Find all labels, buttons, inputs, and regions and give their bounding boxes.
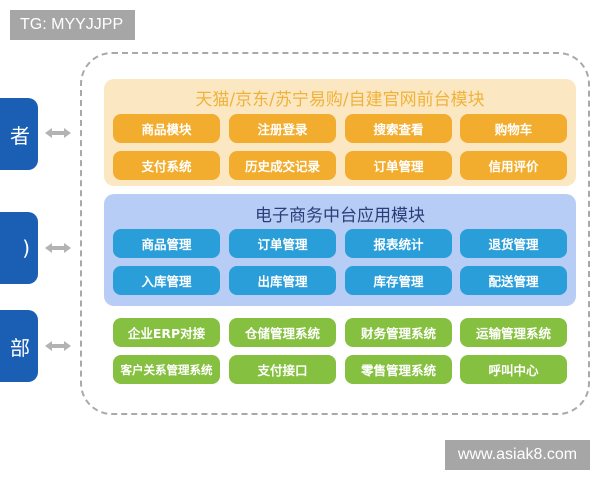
- frontend-module-button[interactable]: 信用评价: [460, 151, 567, 180]
- backend-system-button[interactable]: 仓储管理系统: [229, 318, 336, 347]
- backend-system-button[interactable]: 支付接口: [229, 355, 336, 384]
- double-arrow-icon: [45, 128, 71, 138]
- frontend-module-button[interactable]: 搜索查看: [345, 114, 452, 143]
- frontend-module-button[interactable]: 支付系统: [113, 151, 220, 180]
- double-arrow-icon: [45, 243, 71, 253]
- side-box-label: 者: [10, 123, 30, 148]
- side-box-3: 部: [0, 310, 38, 382]
- side-box-label: ): [22, 236, 30, 260]
- middle-module-button[interactable]: 报表统计: [345, 229, 452, 258]
- frontend-module-button[interactable]: 历史成交记录: [229, 151, 336, 180]
- backend-system-button[interactable]: 企业ERP对接: [113, 318, 220, 347]
- backend-system-button[interactable]: 呼叫中心: [460, 355, 567, 384]
- backend-system-button[interactable]: 运输管理系统: [460, 318, 567, 347]
- backend-system-button[interactable]: 零售管理系统: [345, 355, 452, 384]
- middle-module-button[interactable]: 退货管理: [460, 229, 567, 258]
- middle-module-button[interactable]: 出库管理: [229, 266, 336, 295]
- frontend-module-button[interactable]: 商品模块: [113, 114, 220, 143]
- side-box-2: ): [0, 212, 38, 284]
- watermark-top: TG: MYYJJPP: [10, 10, 135, 40]
- backend-system-button[interactable]: 客户关系管理系统: [113, 355, 220, 384]
- side-box-1: 者: [0, 98, 38, 170]
- watermark-bottom: www.asiak8.com: [445, 440, 590, 470]
- middle-module-button[interactable]: 订单管理: [229, 229, 336, 258]
- middle-panel-title: 电子商务中台应用模块: [255, 206, 425, 226]
- backend-system-button[interactable]: 财务管理系统: [345, 318, 452, 347]
- frontend-module-button[interactable]: 购物车: [460, 114, 567, 143]
- frontend-module-button[interactable]: 订单管理: [345, 151, 452, 180]
- middle-module-button[interactable]: 库存管理: [345, 266, 452, 295]
- system-boundary-frame: [80, 52, 590, 415]
- middle-module-button[interactable]: 入库管理: [113, 266, 220, 295]
- middle-module-button[interactable]: 商品管理: [113, 229, 220, 258]
- frontend-module-button[interactable]: 注册登录: [229, 114, 336, 143]
- middle-module-button[interactable]: 配送管理: [460, 266, 567, 295]
- side-box-label: 部: [10, 335, 30, 360]
- double-arrow-icon: [45, 341, 71, 351]
- frontend-panel-title: 天猫/京东/苏宁易购/自建官网前台模块: [195, 90, 485, 110]
